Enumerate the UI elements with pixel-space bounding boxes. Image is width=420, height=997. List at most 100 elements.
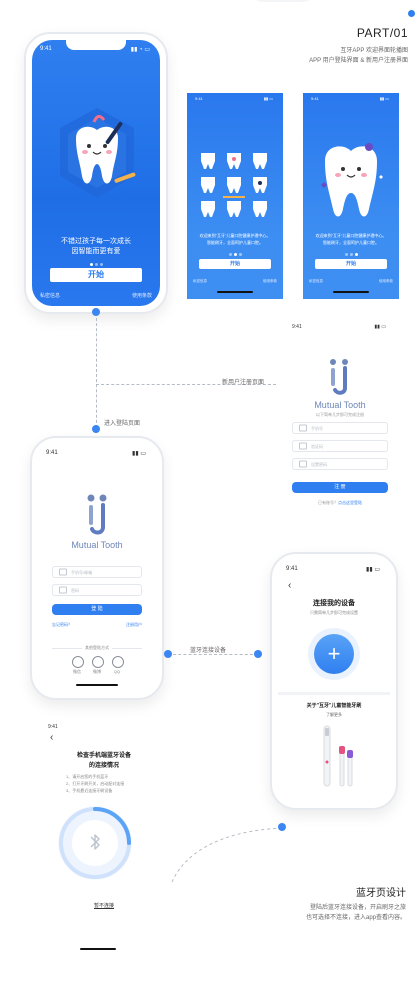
login-account-field[interactable]: 手机号/邮箱	[52, 566, 142, 578]
bt-progress-ring	[59, 807, 131, 879]
footer-desc-2: 也可选择不连接，进入app查看内容。	[305, 915, 406, 921]
welcome-screen: 9:41 ▮▮ ◔ ▭ 不错过孩子每一次成长 因智能而更有爱 开始 私密信息 使…	[32, 40, 160, 306]
login-password-field[interactable]: 密码	[52, 584, 142, 596]
register-login-hint: 已有账号？点击这里登陆	[284, 500, 396, 506]
flow-dot-login	[92, 425, 100, 433]
page-indicator-2	[187, 251, 283, 256]
phone-placeholder: 手机号	[311, 426, 323, 431]
mutual-tooth-logo	[330, 359, 348, 395]
flow-line-register	[96, 384, 276, 385]
register-brand: Mutual Tooth	[314, 400, 366, 410]
status-time-bt: 9:41	[48, 724, 58, 730]
notch	[66, 40, 126, 50]
register-phone-field[interactable]: 手机号	[292, 422, 388, 434]
header-subtitle-1: 互牙APP 欢迎界面轮播图	[340, 48, 408, 54]
welcome-headline-2: 因智能而更有爱	[71, 248, 121, 255]
bluetooth-icon	[90, 834, 100, 850]
toothbrush-image	[323, 725, 353, 787]
lock-icon	[59, 586, 67, 594]
status-icons-login: ▮▮ ▭	[132, 451, 146, 457]
home-indicator-2	[217, 291, 253, 293]
page-indicator-3	[303, 251, 399, 256]
flow-dot-bt-left	[164, 650, 172, 658]
shield-icon	[299, 442, 307, 450]
bluetooth-flow-label: 蓝牙连接设备	[190, 648, 227, 654]
welcome-screen-3: 9:41 ▮▮ ▭ 欢迎来到"互牙"儿童口腔健康护理中心。 智能刷牙，全面呵护儿…	[303, 93, 399, 299]
status-time-connect: 9:41	[286, 566, 298, 572]
login-flow-label: 进入登陆页面	[104, 421, 141, 427]
status-time: 9:41	[40, 46, 52, 52]
status-icons-register: ▮▮ ▭	[374, 324, 386, 330]
teeth-grid-illustration	[201, 153, 267, 217]
status-time-register: 9:41	[292, 324, 302, 330]
flow-dot-top	[92, 308, 100, 316]
weibo-icon[interactable]	[92, 656, 104, 668]
qq-label: QQ	[113, 669, 121, 674]
wechat-icon[interactable]	[72, 656, 84, 668]
register-password-field[interactable]: 设置密码	[292, 458, 388, 470]
terms-link-3[interactable]: 使用条款	[379, 279, 393, 283]
register-code-field[interactable]: 验证码	[292, 440, 388, 452]
welcome2-text-1: 欢迎来到"互牙"儿童口腔健康护理中心。	[199, 233, 271, 238]
connect-desc: 只需简单几步即可完成设置	[310, 610, 358, 615]
qq-icon[interactable]	[112, 656, 124, 668]
bt-step-3: 3、手机靠近连接牙刷设备	[66, 788, 113, 793]
part-title: PART/01	[356, 26, 408, 40]
wechat-label: 微信	[73, 669, 81, 674]
connect-title: 连接我的设备	[313, 600, 355, 607]
bt-step-2: 2、打开牙刷开关，启动配对连接	[66, 781, 125, 786]
status-time-login: 9:41	[46, 450, 58, 456]
status-icons-2: ▮▮ ▭	[263, 96, 273, 101]
terms-link-2[interactable]: 使用条款	[263, 279, 277, 283]
start-button-3[interactable]: 开始	[315, 259, 387, 269]
register-tagline: 以下简单几步即可完成注册	[316, 412, 364, 417]
login-button[interactable]: 登 陆	[52, 604, 142, 615]
welcome3-text-1: 欢迎来到"互牙"儿童口腔健康护理中心。	[315, 233, 387, 238]
connect-screen: 9:41 ▮▮ ▭ ‹ 连接我的设备 只需简单几步即可完成设置 + 关于"互牙"…	[278, 560, 390, 802]
privacy-link-2[interactable]: 私密信息	[193, 279, 207, 283]
other-methods-text: 其他登陆方式	[82, 645, 112, 650]
account-placeholder: 手机号/邮箱	[71, 570, 93, 575]
page-indicator	[32, 260, 160, 266]
home-indicator-login	[76, 684, 118, 686]
header-subtitle-2: APP 用户登陆界面 & 新用户注册界面	[309, 58, 408, 64]
curve-connector	[171, 827, 285, 883]
login-screen: 9:41 ▮▮ ▭ Mutual Tooth 手机号/邮箱 密码 登 陆 忘记密…	[38, 444, 156, 692]
status-icons: ▮▮ ◔ ▭	[130, 47, 150, 53]
has-account-text: 已有账号？	[318, 500, 338, 505]
weibo-label: 微博	[93, 669, 101, 674]
terms-link[interactable]: 使用条款	[131, 293, 152, 299]
login-phone: 9:41 ▮▮ ▭ Mutual Tooth 手机号/邮箱 密码 登 陆 忘记密…	[30, 436, 164, 700]
privacy-link[interactable]: 私密信息	[40, 293, 61, 299]
welcome-headline-1: 不错过孩子每一次成长	[61, 238, 131, 245]
login-brand: Mutual Tooth	[71, 540, 123, 550]
status-time-3: 9:41	[311, 96, 319, 101]
connect-divider	[278, 692, 390, 695]
register-user-link[interactable]: 注册用户	[126, 622, 142, 627]
login-now-link[interactable]: 点击这里登陆	[338, 500, 362, 505]
tooth-illustration	[60, 108, 136, 198]
back-icon[interactable]: ‹	[288, 580, 292, 591]
password-placeholder: 设置密码	[311, 462, 327, 467]
login-password-placeholder: 密码	[71, 588, 79, 593]
skip-connect-link[interactable]: 暂不连接	[93, 903, 114, 909]
start-button[interactable]: 开始	[50, 268, 142, 282]
flow-dot-bt-right	[254, 650, 262, 658]
add-device-button[interactable]	[314, 634, 354, 674]
register-button[interactable]: 注 册	[292, 482, 388, 493]
forgot-password-link[interactable]: 忘记密码？	[52, 622, 72, 627]
mutual-tooth-logo-login	[87, 494, 107, 535]
learn-more-link[interactable]: 了解更多	[326, 712, 342, 717]
accent-dot	[408, 10, 415, 17]
privacy-link-3[interactable]: 私密信息	[309, 279, 323, 283]
code-placeholder: 验证码	[311, 444, 323, 449]
home-indicator-bt	[80, 948, 116, 950]
start-button-2[interactable]: 开始	[199, 259, 271, 269]
bt-title-2: 的连接情况	[88, 763, 119, 769]
welcome-phone: 9:41 ▮▮ ◔ ▭ 不错过孩子每一次成长 因智能而更有爱 开始 私密信息 使…	[24, 32, 168, 314]
bt-title-1: 检查手机端蓝牙设备	[76, 753, 131, 759]
footer-title: 蓝牙页设计	[356, 888, 406, 899]
back-icon-bt[interactable]: ‹	[50, 732, 54, 743]
plus-icon: +	[327, 641, 341, 666]
phone-icon	[299, 424, 307, 432]
